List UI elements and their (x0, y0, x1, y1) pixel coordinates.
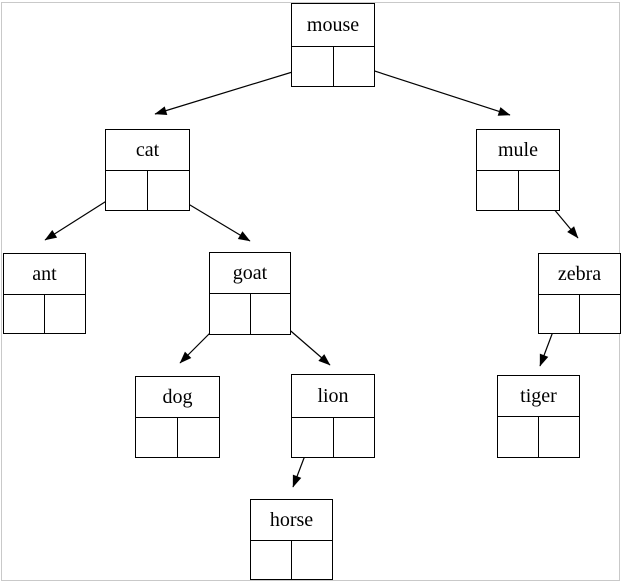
left-pointer-cell (136, 418, 178, 457)
tree-node-mouse: mouse (291, 3, 375, 87)
tree-node-dog: dog (135, 376, 220, 458)
right-pointer-cell (251, 294, 291, 334)
left-pointer-cell (498, 417, 539, 457)
right-pointer-cell (519, 171, 560, 210)
tree-node-mule: mule (476, 129, 560, 211)
node-pointer-cells (251, 541, 332, 579)
node-label: tiger (498, 376, 579, 417)
node-label: mule (477, 130, 559, 171)
tree-node-ant: ant (3, 253, 86, 334)
left-pointer-cell (210, 294, 251, 334)
left-pointer-cell (477, 171, 519, 210)
node-pointer-cells (292, 47, 374, 86)
node-pointer-cells (539, 295, 620, 333)
tree-node-zebra: zebra (538, 253, 621, 334)
node-label: lion (292, 375, 374, 418)
left-pointer-cell (539, 295, 580, 333)
right-pointer-cell (539, 417, 579, 457)
tree-node-lion: lion (291, 374, 375, 458)
node-pointer-cells (4, 295, 85, 333)
node-label: ant (4, 254, 85, 295)
right-pointer-cell (45, 295, 85, 333)
node-pointer-cells (477, 171, 559, 210)
node-pointer-cells (136, 418, 219, 457)
right-pointer-cell (292, 541, 332, 579)
tree-node-tiger: tiger (497, 375, 580, 458)
node-pointer-cells (498, 417, 579, 457)
node-label: horse (251, 500, 332, 541)
node-pointer-cells (292, 418, 374, 457)
left-pointer-cell (292, 47, 334, 86)
node-pointer-cells (106, 171, 189, 210)
tree-node-cat: cat (105, 129, 190, 211)
right-pointer-cell (580, 295, 620, 333)
node-label: zebra (539, 254, 620, 295)
left-pointer-cell (251, 541, 292, 579)
edge-mouse-right-mule-arrow (352, 63, 511, 116)
right-pointer-cell (334, 418, 375, 457)
edge-mouse-left-cat-arrow (154, 65, 313, 115)
right-pointer-cell (148, 171, 189, 210)
left-pointer-cell (292, 418, 334, 457)
node-label: goat (210, 253, 290, 294)
tree-node-goat: goat (209, 252, 291, 335)
node-label: cat (106, 130, 189, 171)
node-label: mouse (292, 4, 374, 47)
node-pointer-cells (210, 294, 290, 334)
right-pointer-cell (178, 418, 219, 457)
left-pointer-cell (106, 171, 148, 210)
left-pointer-cell (4, 295, 45, 333)
node-label: dog (136, 377, 219, 418)
right-pointer-cell (334, 47, 375, 86)
tree-node-horse: horse (250, 499, 333, 580)
